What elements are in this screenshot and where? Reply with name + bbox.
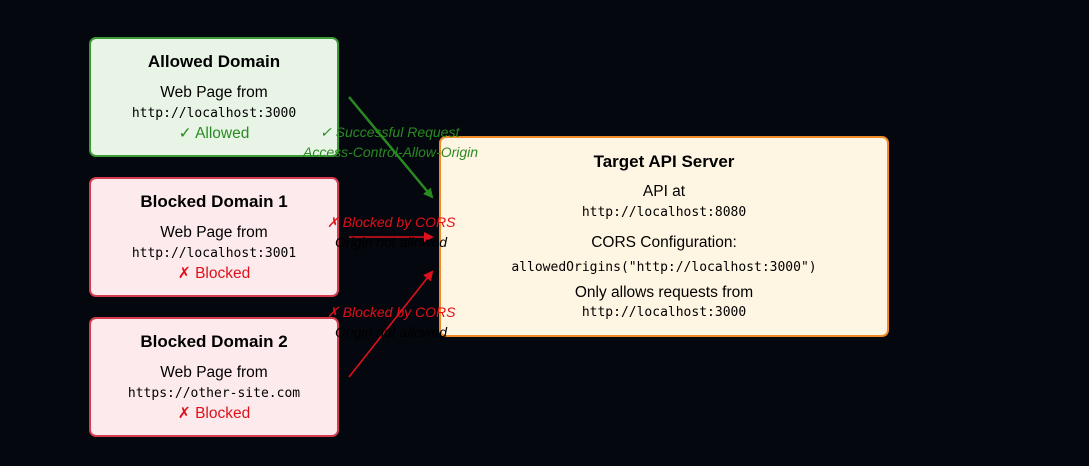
server-title: Target API Server	[593, 152, 735, 171]
allowed-status: ✓ Allowed	[178, 125, 250, 142]
allowed-domain-url: http://localhost:3000	[131, 106, 297, 121]
target-api-server-box: Target API Server API at http://localhos…	[439, 136, 889, 337]
server-allows-label: Only allows requests from	[574, 284, 754, 301]
server-cors-code: allowedOrigins("http://localhost:3000")	[511, 260, 817, 275]
blocked-domain-1-url: http://localhost:3001	[131, 246, 297, 261]
server-cors-label: CORS Configuration:	[591, 234, 737, 251]
blocked-1-edge-label-1: ✗ Blocked by CORS	[327, 214, 456, 230]
blocked-domain-2-line1: Web Page from	[160, 364, 268, 381]
blocked-domain-1-title: Blocked Domain 1	[140, 192, 288, 211]
allowed-edge-label-2: Access-Control-Allow-Origin	[303, 144, 479, 160]
server-api-label: API at	[642, 183, 686, 200]
allowed-domain-title: Allowed Domain	[147, 52, 281, 71]
allowed-request-arrow	[348, 96, 434, 199]
blocked-2-status: ✗ Blocked	[177, 405, 251, 422]
server-api-url: http://localhost:8080	[581, 205, 747, 220]
blocked-domain-2-box: Blocked Domain 2 Web Page from https://o…	[89, 317, 339, 437]
blocked-1-status: ✗ Blocked	[177, 265, 251, 282]
server-allows-url: http://localhost:3000	[581, 305, 747, 320]
blocked-2-edge-label-1: ✗ Blocked by CORS	[327, 304, 456, 320]
blocked-domain-2-title: Blocked Domain 2	[140, 332, 288, 351]
blocked-2-edge-label-2: Origin not allowed	[335, 324, 448, 340]
allowed-edge-label-1: ✓ Successful Request	[320, 124, 460, 140]
blocked-domain-1-line1: Web Page from	[160, 224, 268, 241]
blocked-domain-2-url: https://other-site.com	[127, 386, 301, 401]
allowed-domain-line1: Web Page from	[160, 84, 268, 101]
blocked-1-edge-label-2: Origin not allowed	[335, 234, 448, 250]
blocked-domain-1-box: Blocked Domain 1 Web Page from http://lo…	[89, 177, 339, 297]
allowed-domain-box: Allowed Domain Web Page from http://loca…	[89, 37, 339, 157]
blocked-request-2-arrow	[348, 270, 434, 378]
